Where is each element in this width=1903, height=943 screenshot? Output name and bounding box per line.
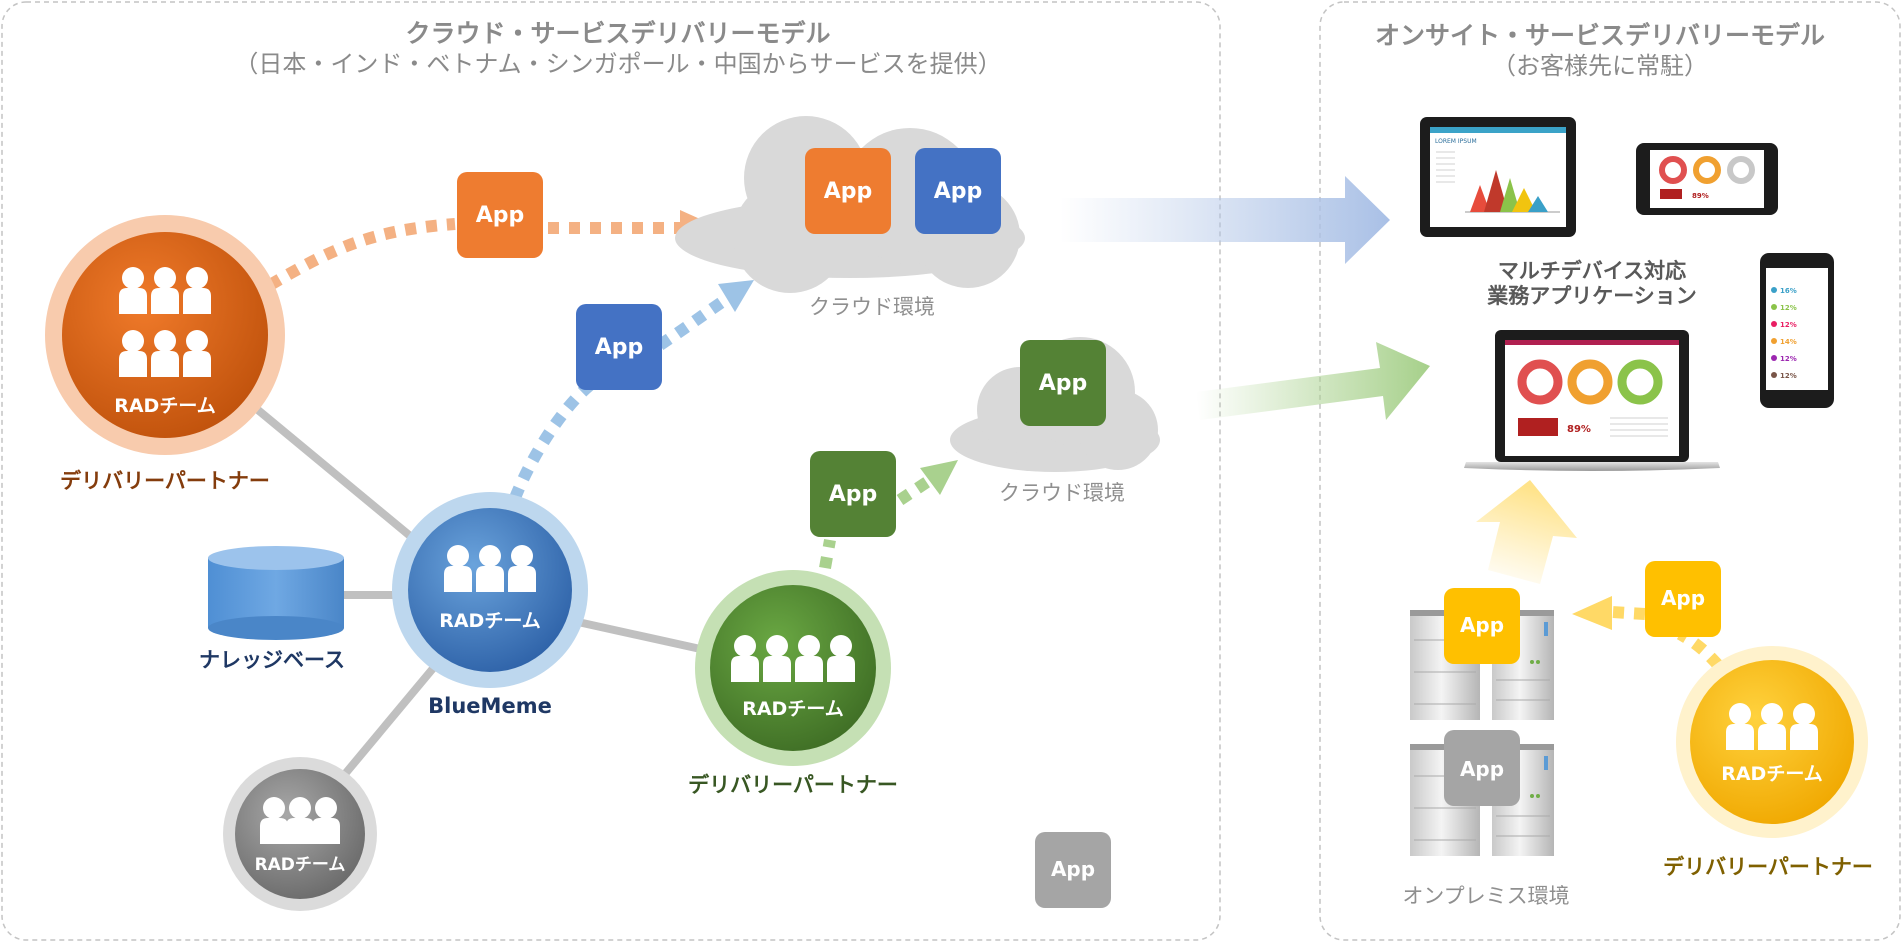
blue-dotted-arrow [509,280,754,501]
svg-text:14%: 14% [1780,338,1797,346]
app-box-green: App [810,451,896,537]
laptop-device: 89% [1464,330,1720,471]
svg-text:LOREM IPSUM: LOREM IPSUM [1435,138,1477,145]
cloud-environment-2-label: クラウド環境 [999,481,1125,505]
svg-text:RADチーム: RADチーム [742,698,844,720]
delivery-partner-orange-label: デリバリーパートナー [60,469,270,493]
svg-text:App: App [595,335,644,360]
cloud-model-title: クラウド・サービスデリバリーモデル [405,19,830,48]
svg-text:App: App [476,203,525,228]
phone-portrait-device: 16% 12% 12% 14% 12% 12% [1760,253,1834,408]
svg-text:12%: 12% [1780,304,1797,312]
svg-text:12%: 12% [1780,321,1797,329]
app-box-blue: App [576,304,662,390]
onsite-model-panel [1319,1,1901,941]
yellow-delivery-arrow [1476,480,1577,584]
onsite-model-subtitle: （お客様先に常駐） [1492,52,1708,80]
rad-team-yellow: RADチーム [1676,646,1868,838]
cloud-environment-1-label: クラウド環境 [809,295,935,319]
on-premise-label: オンプレミス環境 [1402,884,1569,908]
app-box-server-yellow: App [1444,588,1520,664]
app-box-gray: App [1035,832,1111,908]
knowledge-base-icon [208,546,344,640]
svg-text:App: App [1661,586,1705,610]
svg-text:RADチーム: RADチーム [439,610,541,632]
app-box-yellow: App [1645,561,1721,637]
cloud-model-subtitle: （日本・インド・ベトナム・シンガポール・中国からサービスを提供） [234,50,1001,78]
knowledge-base-label: ナレッジベース [199,648,345,672]
svg-text:89%: 89% [1567,424,1591,435]
rad-team-orange: RADチーム [45,215,285,455]
rad-team-gray: RADチーム [223,757,377,911]
phone-landscape-device: 89% [1636,143,1778,215]
svg-text:App: App [934,179,983,204]
svg-text:RADチーム: RADチーム [1721,763,1823,785]
multi-device-label-line1: マルチデバイス対応 [1498,259,1686,283]
bluememe-label: BlueMeme [428,694,552,718]
app-box-server-gray: App [1444,730,1520,806]
svg-text:12%: 12% [1780,355,1797,363]
svg-text:89%: 89% [1692,192,1709,200]
svg-text:App: App [1039,371,1088,396]
green-dotted-arrow [819,460,958,570]
rad-team-bluememe: RADチーム [392,492,588,688]
svg-text:App: App [1460,757,1504,781]
svg-text:12%: 12% [1780,372,1797,380]
cloud-model-panel [1,1,1221,941]
green-delivery-arrow [1196,342,1430,420]
app-box-cloud-green: App [1020,340,1106,426]
delivery-partner-green-label: デリバリーパートナー [688,773,898,797]
svg-text:App: App [829,482,878,507]
svg-text:App: App [1460,613,1504,637]
multi-device-label-line2: 業務アプリケーション [1487,284,1697,308]
onsite-model-title: オンサイト・サービスデリバリーモデル [1375,21,1825,50]
rad-team-green: RADチーム [695,570,891,766]
svg-text:16%: 16% [1780,287,1797,295]
app-box-orange: App [457,172,543,258]
svg-text:App: App [1051,857,1095,881]
app-box-cloud-blue: App [915,148,1001,234]
blue-delivery-arrow [1060,176,1390,264]
svg-text:RADチーム: RADチーム [255,855,346,875]
network-connectors [255,406,706,783]
svg-text:RADチーム: RADチーム [114,395,216,417]
svg-text:App: App [824,179,873,204]
delivery-partner-yellow-label: デリバリーパートナー [1663,855,1873,879]
tablet-device: LOREM IPSUM [1420,117,1576,237]
app-box-cloud-orange: App [805,148,891,234]
